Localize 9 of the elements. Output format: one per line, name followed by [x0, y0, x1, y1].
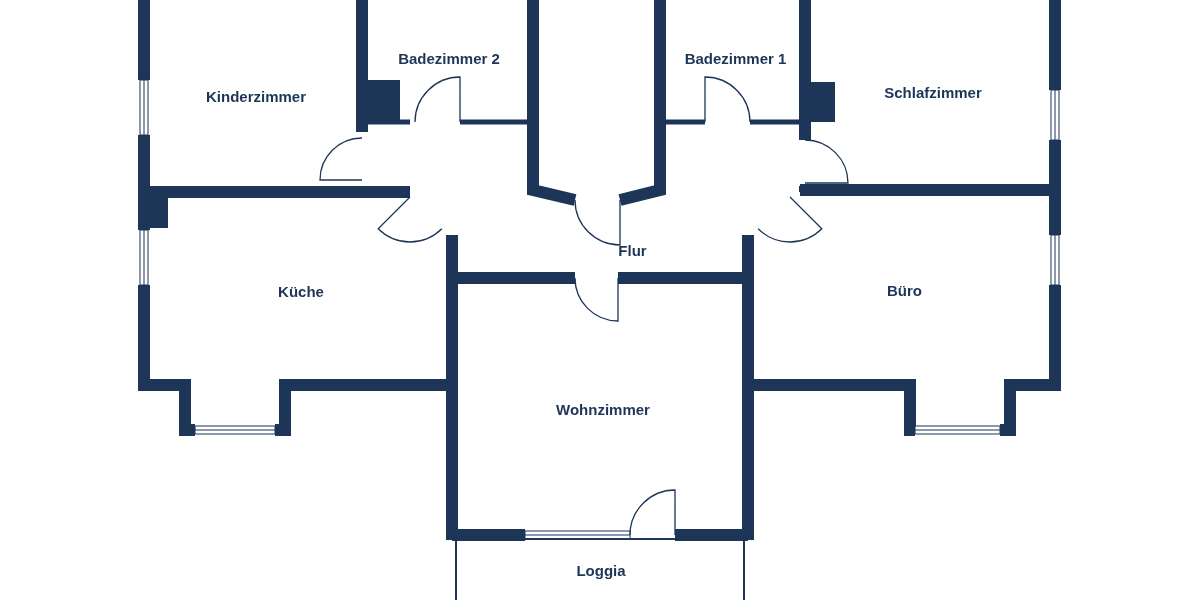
room-label: Loggia: [576, 562, 626, 579]
room-label: Wohnzimmer: [556, 401, 650, 418]
room-label: Küche: [278, 283, 324, 300]
room-label: Badezimmer 2: [398, 49, 500, 67]
room-label: Kinderzimmer: [206, 87, 306, 105]
room-label: Flur: [618, 241, 647, 259]
room-label: Büro: [887, 282, 922, 299]
room-label: Badezimmer 1: [684, 49, 787, 67]
room-label: Schlafzimmer: [884, 83, 982, 101]
